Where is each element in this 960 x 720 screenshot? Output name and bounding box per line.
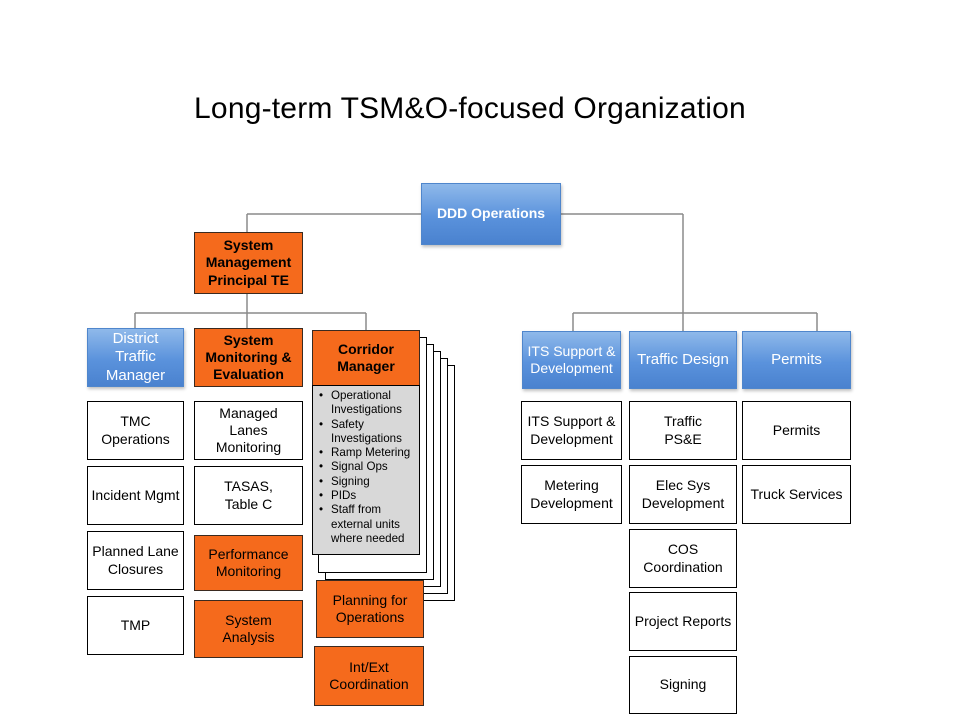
corridor-manager-duties: Operational Investigations Safety Invest… bbox=[312, 385, 420, 555]
signing-box: Signing bbox=[629, 656, 737, 714]
corridor-manager-box: Corridor Manager bbox=[312, 330, 420, 386]
ddd-operations-box: DDD Operations bbox=[421, 183, 561, 245]
incident-mgmt-box: Incident Mgmt bbox=[87, 466, 184, 525]
page-title: Long-term TSM&O-focused Organization bbox=[194, 92, 746, 125]
project-reports-box: Project Reports bbox=[629, 592, 737, 651]
its-support-development-head-box: ITS Support & Development bbox=[522, 331, 621, 389]
performance-monitoring-box: Performance Monitoring bbox=[194, 535, 303, 591]
duty-item: PIDs bbox=[317, 489, 416, 504]
cos-coordination-box: COS Coordination bbox=[629, 529, 737, 588]
int-ext-coordination-box: Int/Ext Coordination bbox=[314, 646, 424, 706]
duty-item: Ramp Metering bbox=[317, 446, 416, 461]
duty-item: Signing bbox=[317, 475, 416, 490]
system-monitoring-evaluation-box: System Monitoring & Evaluation bbox=[194, 328, 303, 387]
tmp-box: TMP bbox=[87, 596, 184, 655]
planning-for-operations-box: Planning for Operations bbox=[316, 580, 424, 638]
permits-head-box: Permits bbox=[742, 331, 851, 389]
tmc-operations-box: TMC Operations bbox=[87, 401, 184, 460]
tasas-table-c-box: TASAS, Table C bbox=[194, 466, 303, 525]
duty-item: Staff from external units where needed bbox=[317, 503, 416, 546]
elec-sys-development-box: Elec Sys Development bbox=[629, 465, 737, 524]
system-analysis-box: System Analysis bbox=[194, 600, 303, 658]
permits-box: Permits bbox=[742, 401, 851, 460]
its-support-development-box: ITS Support & Development bbox=[521, 401, 622, 460]
district-traffic-manager-box: District Traffic Manager bbox=[87, 328, 184, 387]
planned-lane-closures-box: Planned Lane Closures bbox=[87, 531, 184, 590]
managed-lanes-monitoring-box: Managed Lanes Monitoring bbox=[194, 401, 303, 460]
duty-item: Operational Investigations bbox=[317, 389, 416, 418]
truck-services-box: Truck Services bbox=[742, 465, 851, 524]
duty-item: Safety Investigations bbox=[317, 418, 416, 447]
traffic-pse-box: Traffic PS&E bbox=[629, 401, 737, 460]
duty-item: Signal Ops bbox=[317, 460, 416, 475]
system-management-principal-box: System Management Principal TE bbox=[194, 232, 303, 294]
metering-development-box: Metering Development bbox=[521, 465, 622, 524]
traffic-design-head-box: Traffic Design bbox=[629, 331, 737, 389]
